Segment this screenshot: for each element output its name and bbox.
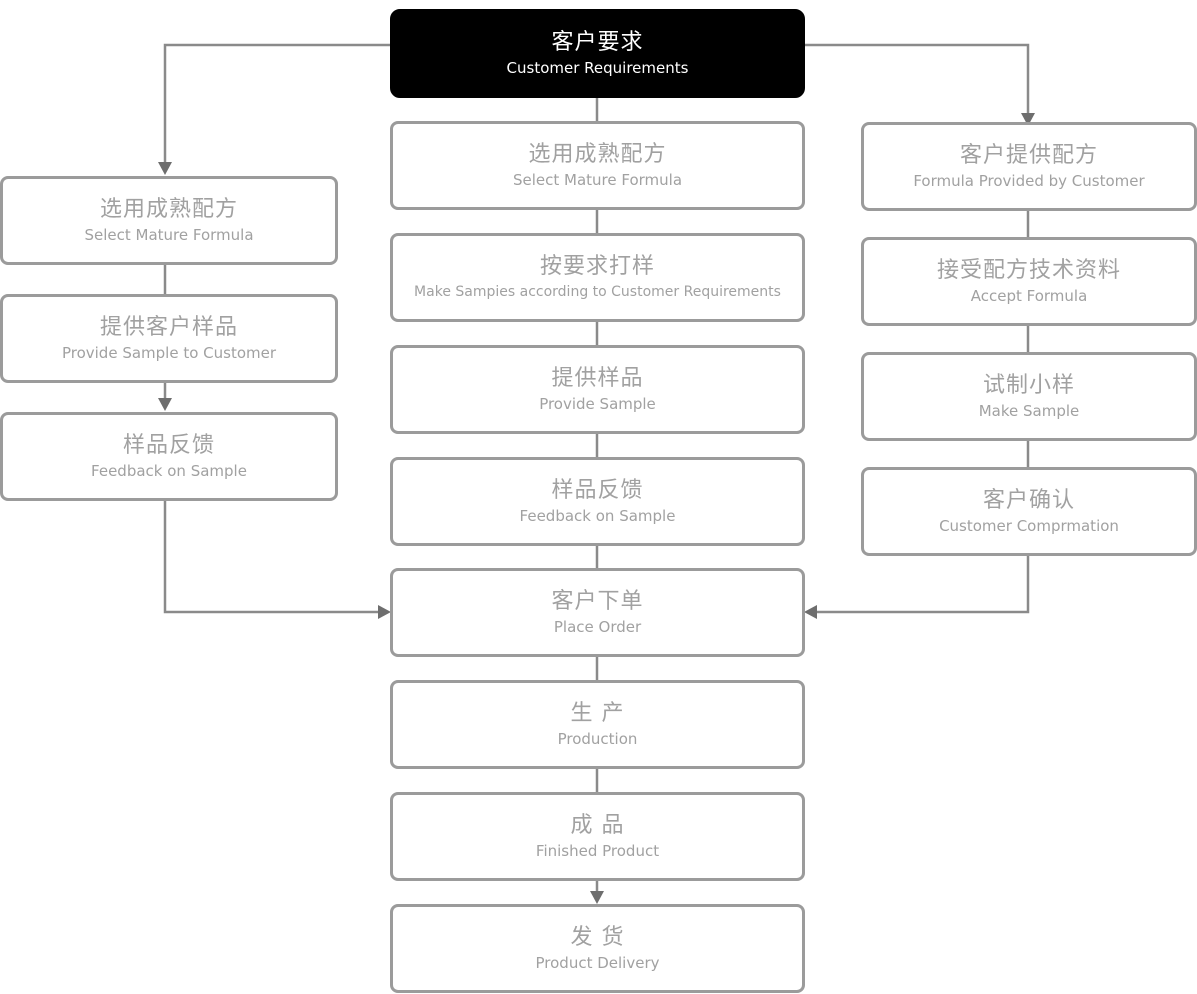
arrowhead-delivery	[590, 891, 604, 904]
node-title-zh: 试制小样	[982, 372, 1075, 398]
node-title-zh: 提供客户样品	[99, 314, 238, 340]
node-title-zh: 客户确认	[982, 487, 1075, 513]
node-title-en: Provide Sample	[539, 394, 656, 413]
node-title-zh: 按要求打样	[539, 253, 655, 279]
connector-left-to-order	[163, 501, 382, 614]
node-title-en: Accept Formula	[970, 286, 1088, 305]
node-title-zh: 客户下单	[551, 588, 644, 614]
right-node-formula-provided-by-customer: 客户提供配方 Formula Provided by Customer	[861, 122, 1197, 211]
arrowhead-left-mid	[158, 398, 172, 411]
node-title-en: Feedback on Sample	[91, 461, 247, 480]
center-node-feedback-on-sample: 样品反馈 Feedback on Sample	[390, 457, 805, 546]
node-title-zh: 客户提供配方	[959, 142, 1098, 168]
center-node-select-mature-formula: 选用成熟配方 Select Mature Formula	[390, 121, 805, 210]
center-node-production: 生 产 Production	[390, 680, 805, 769]
node-title-en: Make Sampies according to Customer Requi…	[414, 283, 781, 300]
node-title-en: Customer Requirements	[506, 58, 689, 77]
right-node-customer-confirmation: 客户确认 Customer Comprmation	[861, 467, 1197, 556]
node-title-en: Finished Product	[535, 841, 660, 860]
node-title-zh: 客户要求	[551, 29, 644, 55]
arrowhead-left-top	[158, 162, 172, 175]
arrowhead-right-top	[1021, 113, 1035, 126]
left-node-provide-sample-to-customer: 提供客户样品 Provide Sample to Customer	[0, 294, 338, 383]
arrowhead-order-left	[378, 605, 391, 619]
connector-right-to-order	[815, 556, 1030, 614]
right-node-make-sample: 试制小样 Make Sample	[861, 352, 1197, 441]
right-node-accept-formula: 接受配方技术资料 Accept Formula	[861, 237, 1197, 326]
center-node-place-order: 客户下单 Place Order	[390, 568, 805, 657]
node-title-zh: 成 品	[570, 812, 625, 838]
arrowhead-order-right	[804, 605, 817, 619]
node-title-en: Select Mature Formula	[84, 225, 254, 244]
node-title-en: Customer Comprmation	[939, 516, 1119, 535]
left-node-feedback-on-sample: 样品反馈 Feedback on Sample	[0, 412, 338, 501]
node-title-zh: 生 产	[570, 700, 625, 726]
node-title-zh: 接受配方技术资料	[936, 257, 1121, 283]
node-title-zh: 样品反馈	[122, 432, 215, 458]
root-node-customer-requirements: 客户要求 Customer Requirements	[390, 9, 805, 98]
connector-root-right	[805, 43, 1030, 118]
node-title-en: Production	[557, 729, 638, 748]
node-title-zh: 选用成熟配方	[99, 196, 238, 222]
node-title-zh: 样品反馈	[551, 477, 644, 503]
node-title-en: Feedback on Sample	[519, 506, 676, 525]
node-title-en: Select Mature Formula	[512, 170, 683, 189]
connector-root-left	[163, 43, 390, 168]
node-title-en: Formula Provided by Customer	[913, 171, 1145, 190]
node-title-zh: 发 货	[570, 924, 625, 950]
node-title-en: Place Order	[553, 617, 642, 636]
center-node-product-delivery: 发 货 Product Delivery	[390, 904, 805, 993]
left-node-select-mature-formula: 选用成熟配方 Select Mature Formula	[0, 176, 338, 265]
node-title-zh: 提供样品	[551, 365, 644, 391]
center-node-provide-sample: 提供样品 Provide Sample	[390, 345, 805, 434]
center-node-make-samples: 按要求打样 Make Sampies according to Customer…	[390, 233, 805, 322]
node-title-en: Product Delivery	[535, 953, 660, 972]
center-node-finished-product: 成 品 Finished Product	[390, 792, 805, 881]
node-title-zh: 选用成熟配方	[528, 141, 667, 167]
node-title-en: Provide Sample to Customer	[61, 343, 277, 362]
node-title-en: Make Sample	[978, 401, 1080, 420]
